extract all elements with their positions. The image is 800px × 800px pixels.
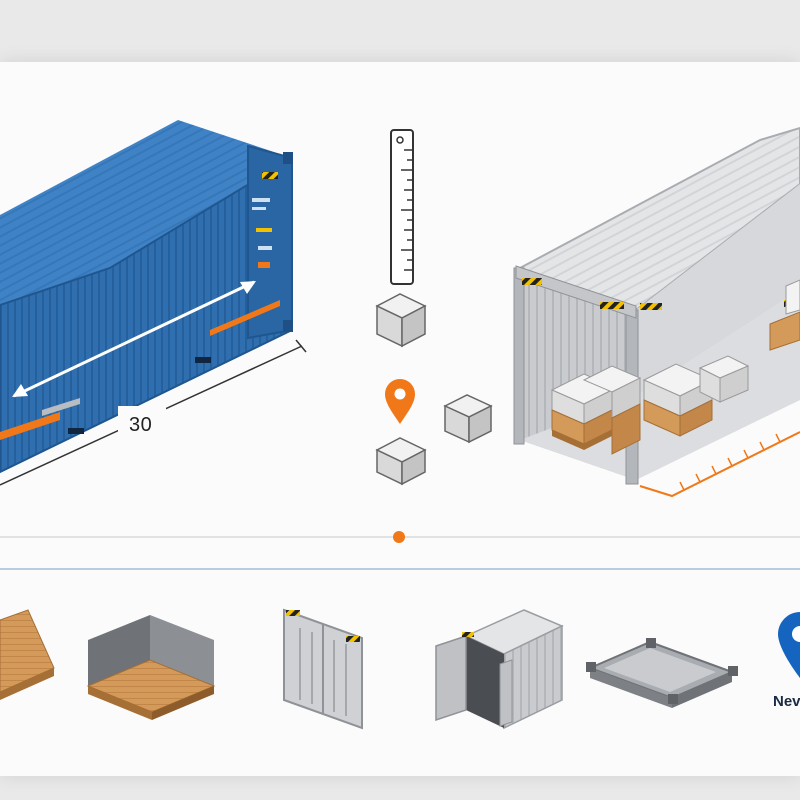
ruler-icon	[390, 129, 414, 285]
cargo-box-icon	[375, 293, 427, 348]
length-dimension-line	[0, 339, 307, 486]
length-label: 30	[129, 414, 153, 436]
closed-container-illustration	[0, 120, 293, 474]
timeline-marker	[393, 531, 405, 543]
location-pin-icon	[778, 612, 800, 678]
wooden-floor-panel-icon	[0, 609, 55, 700]
floor-measuring-tape	[639, 431, 800, 498]
orange-location-pin-icon	[385, 379, 415, 424]
open-container-icon	[435, 609, 564, 730]
cargo-box-icon	[443, 394, 493, 444]
cargo-pallets	[550, 279, 800, 455]
open-container-illustration	[513, 126, 800, 498]
cargo-box-icon	[375, 437, 427, 486]
base-frame-icon	[586, 638, 738, 708]
section-divider	[0, 568, 800, 570]
floor-with-walls-icon	[86, 615, 216, 720]
destination-label: Nev	[773, 693, 800, 710]
container-doors-icon	[283, 608, 363, 730]
